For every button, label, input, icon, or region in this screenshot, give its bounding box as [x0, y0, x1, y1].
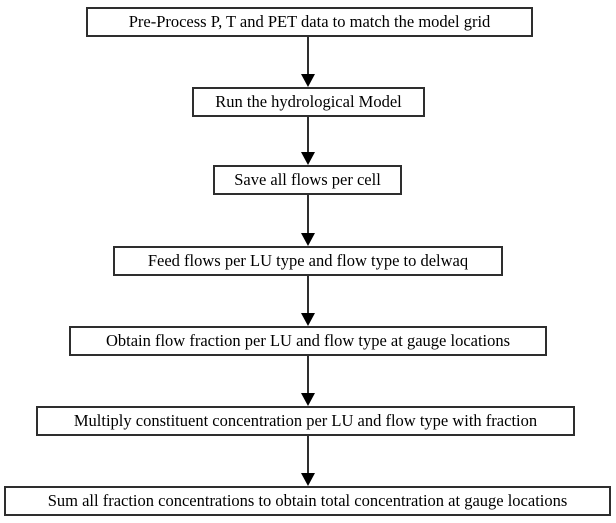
arrow-down-icon — [301, 276, 315, 326]
arrow-head — [301, 313, 315, 326]
arrow-head — [301, 393, 315, 406]
arrow-down-icon — [301, 195, 315, 246]
arrow-shaft — [307, 436, 309, 474]
arrow-shaft — [307, 117, 309, 153]
flowchart-step-run-model: Run the hydrological Model — [192, 87, 425, 117]
arrow-shaft — [307, 356, 309, 394]
flowchart-step-obtain-fraction: Obtain flow fraction per LU and flow typ… — [69, 326, 547, 356]
arrow-head — [301, 473, 315, 486]
arrow-down-icon — [301, 356, 315, 406]
flowchart-step-feed-delwaq: Feed flows per LU type and flow type to … — [113, 246, 503, 276]
arrow-head — [301, 74, 315, 87]
arrow-down-icon — [301, 436, 315, 486]
arrow-shaft — [307, 37, 309, 75]
arrow-down-icon — [301, 37, 315, 87]
flowchart-step-sum-concentrations: Sum all fraction concentrations to obtai… — [4, 486, 611, 516]
arrow-down-icon — [301, 117, 315, 165]
arrow-shaft — [307, 195, 309, 234]
flowchart-step-save-flows: Save all flows per cell — [213, 165, 402, 195]
arrow-head — [301, 152, 315, 165]
arrow-shaft — [307, 276, 309, 314]
flowchart-step-preprocess-data: Pre-Process P, T and PET data to match t… — [86, 7, 533, 37]
flowchart-step-multiply-concentration: Multiply constituent concentration per L… — [36, 406, 575, 436]
arrow-head — [301, 233, 315, 246]
